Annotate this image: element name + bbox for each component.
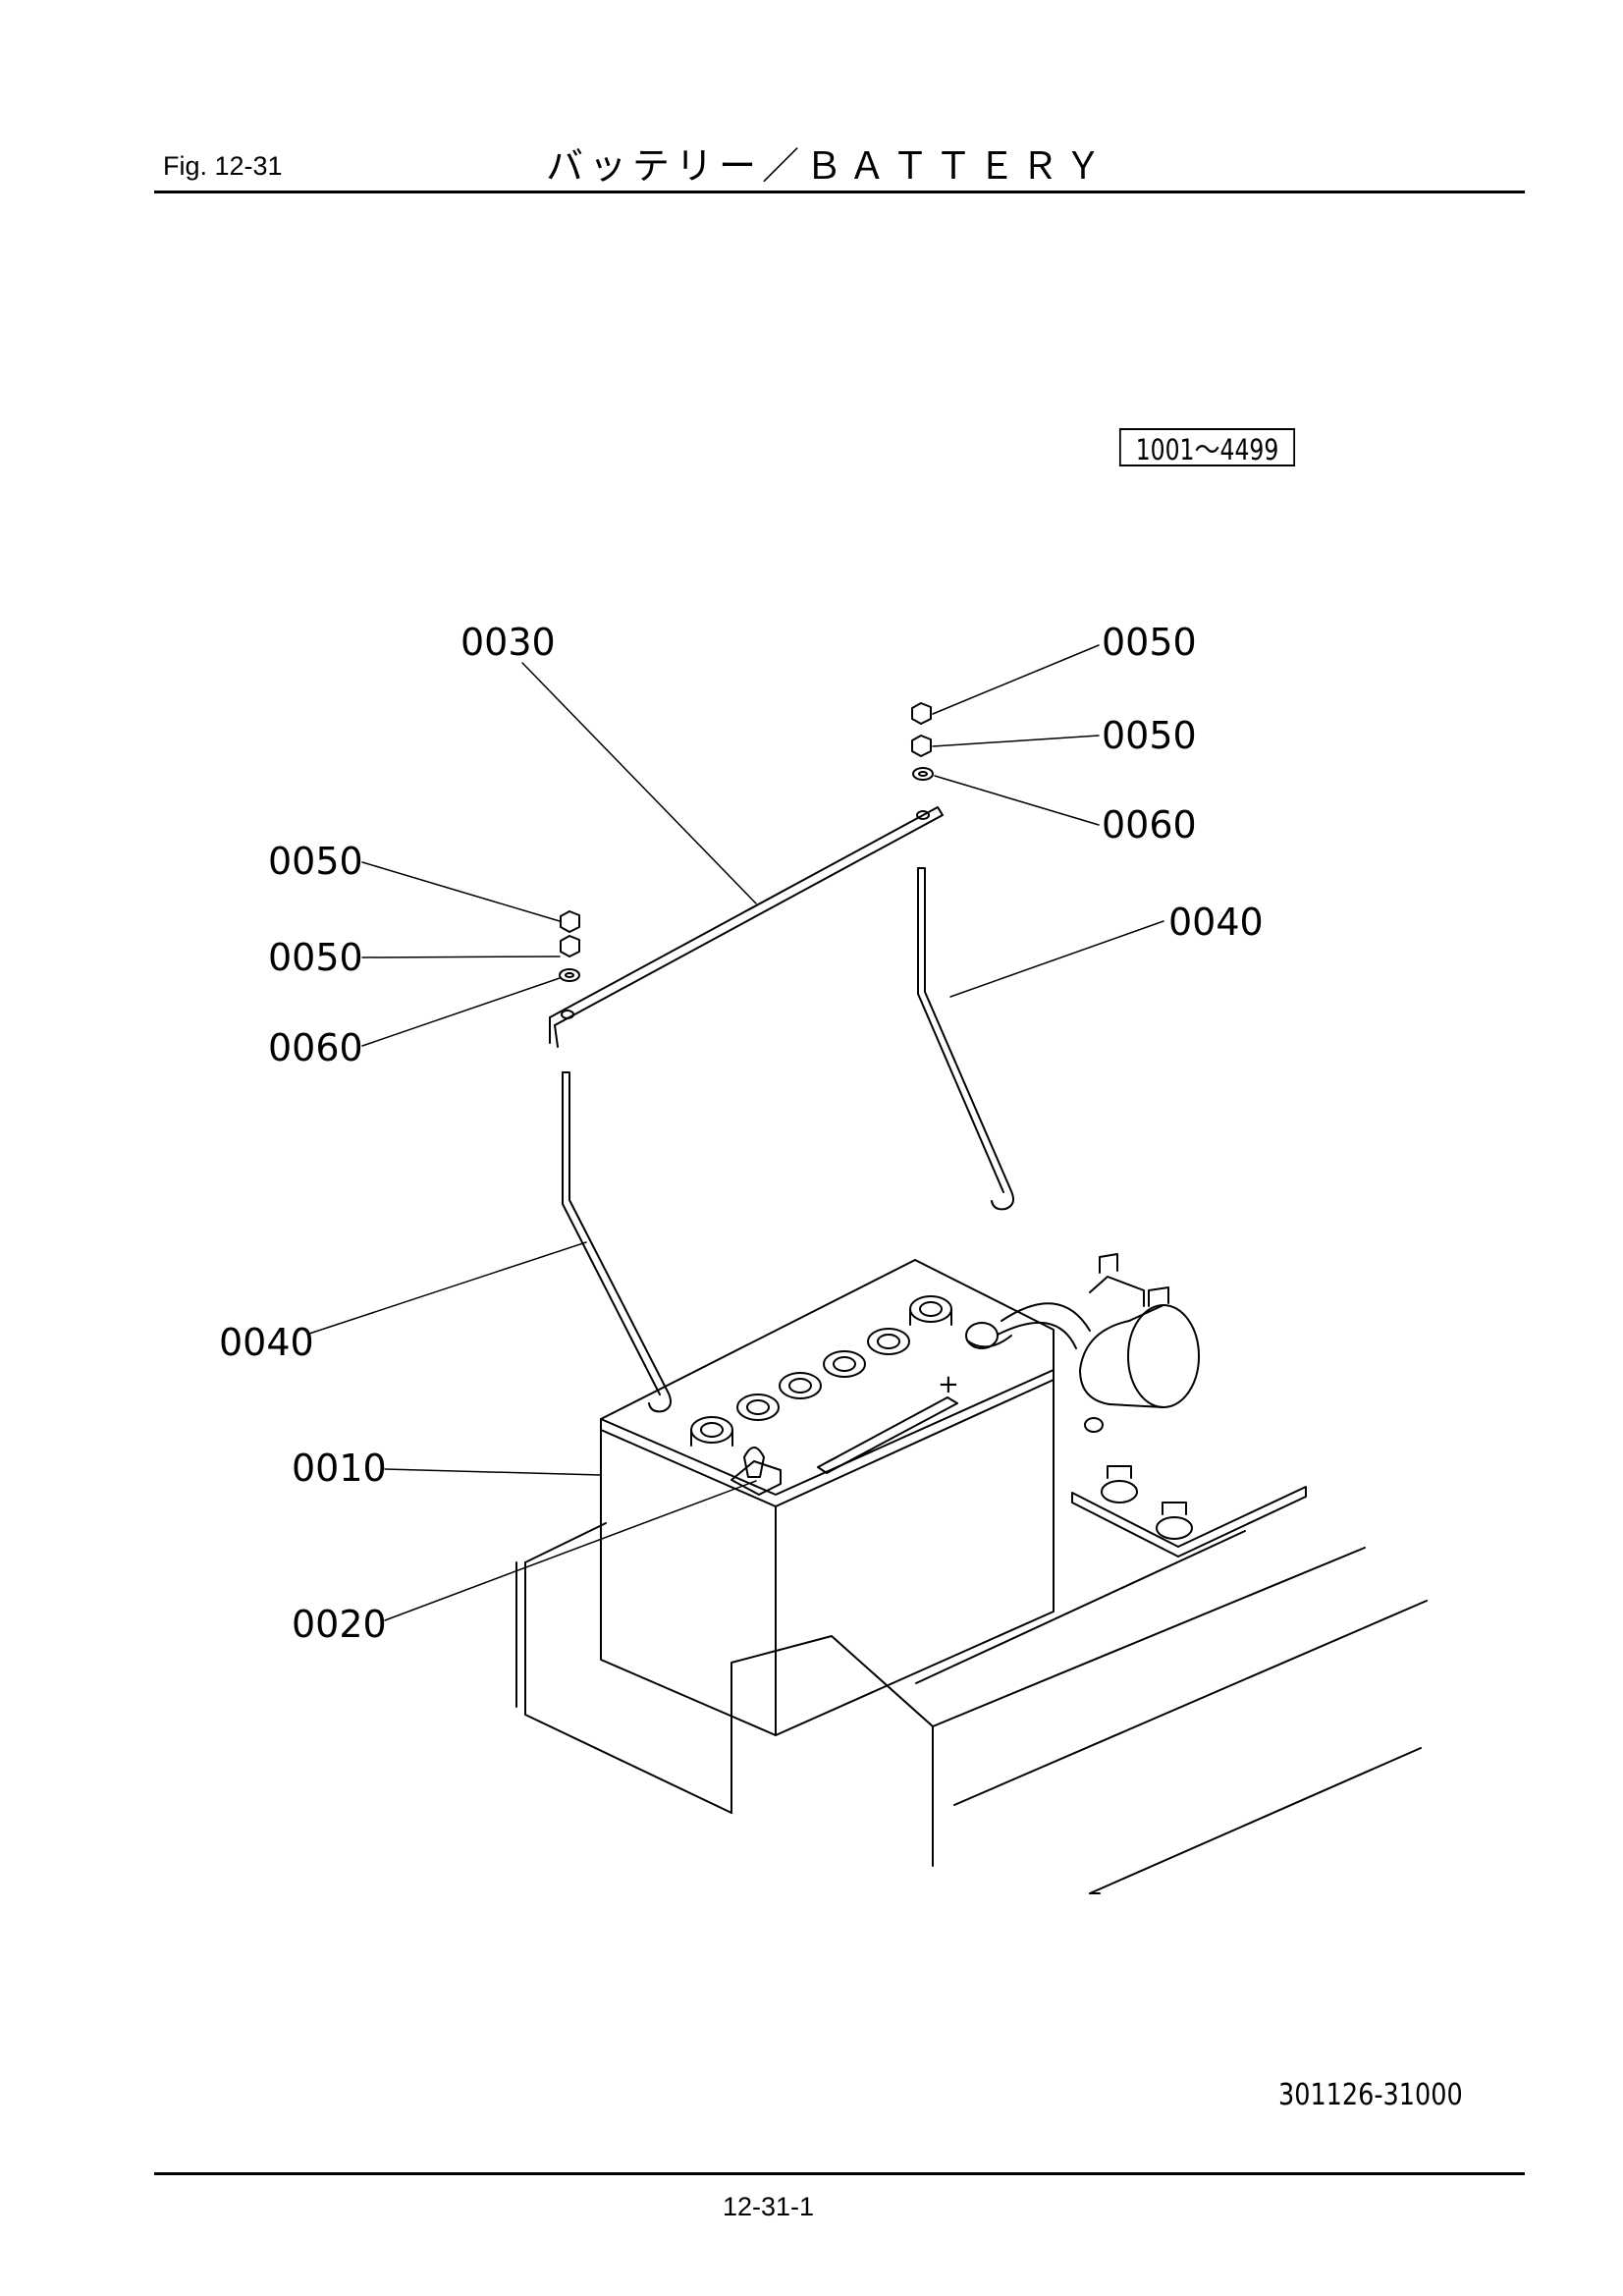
header-rule [154,191,1525,193]
svg-text:+: + [938,1370,959,1399]
cable-connector [1071,1253,1307,1558]
callout-labels: 0030 0050 0050 0060 0040 0050 0050 0060 … [219,621,1264,1646]
callout-0010: 0010 [292,1447,387,1490]
callout-0050-left-top: 0050 [268,840,363,883]
callout-0060-right: 0060 [1102,803,1197,847]
callout-0050-top: 0050 [1102,621,1197,664]
page-title: バッテリー／ＢＡＴＴＥＲＹ [546,144,1109,188]
leader-lines [308,644,1164,1621]
callout-0050-left-second: 0050 [268,936,363,979]
callout-0030: 0030 [460,621,556,664]
callout-0040-right: 0040 [1168,901,1264,944]
figure-number: Fig. 12-31 [163,151,283,181]
hold-down-bar [549,806,944,1048]
footer-rule [154,2172,1525,2175]
callout-0060-left: 0060 [268,1026,363,1069]
battery: + [600,1259,1091,1736]
page-number: 12-31-1 [723,2192,815,2221]
serial-range-box: 1001～4499 [1118,428,1296,466]
nuts-washer-left [559,910,580,982]
drawing-number: 301126-31000 [1278,2078,1463,2112]
callout-0050-second: 0050 [1102,714,1197,757]
callout-0020: 0020 [292,1603,387,1646]
j-bolt-left [562,1071,672,1413]
j-bolt-right [917,867,1014,1211]
callout-0040-left: 0040 [219,1321,314,1364]
machine-frame [515,1522,1428,1894]
nuts-washer-right [911,702,934,781]
